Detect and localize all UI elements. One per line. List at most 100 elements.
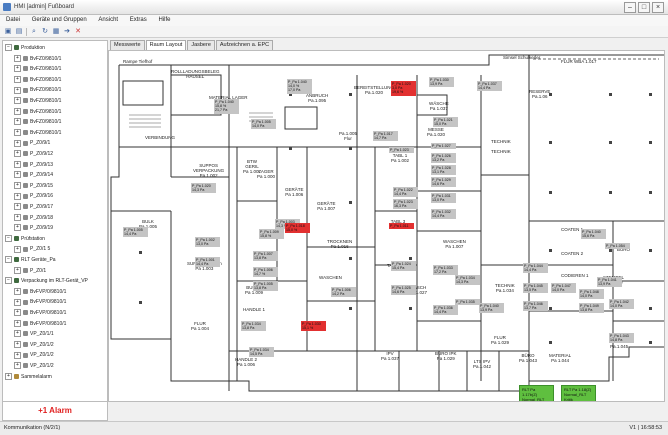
tab-messwerte[interactable]: Messwerte: [110, 40, 145, 50]
tree-item[interactable]: +BvFZ0/9810/1: [14, 65, 61, 73]
sensor-tile[interactable]: P_Pa 1.054: [605, 243, 630, 250]
expand-toggle-icon[interactable]: +: [14, 330, 21, 338]
menu-hilfe[interactable]: Hilfe: [158, 17, 171, 23]
minimize-button[interactable]: –: [624, 2, 636, 13]
tree-item[interactable]: +P_Z0/9/16: [14, 192, 53, 200]
expand-toggle-icon[interactable]: +: [14, 118, 21, 126]
expand-toggle-icon[interactable]: +: [14, 224, 21, 232]
tab-jasbere[interactable]: Jasbere: [187, 40, 215, 50]
expand-toggle-icon[interactable]: +: [14, 107, 21, 115]
sensor-tile-alarm[interactable]: P_Pa 1.011: [389, 223, 414, 230]
expand-toggle-icon[interactable]: +: [14, 150, 21, 158]
tree-item[interactable]: +P_Z0/9/14: [14, 171, 53, 179]
tree-item[interactable]: +BvFVP/0/9810/1: [14, 309, 66, 317]
sensor-tile[interactable]: P_Pa 1.027: [431, 143, 456, 150]
sensor-tile[interactable]: P_Pa 1.023: [389, 147, 414, 154]
tree-item[interactable]: +BvFVP/0/9810/1: [14, 298, 66, 306]
expand-toggle-icon[interactable]: +: [14, 213, 21, 221]
expand-toggle-icon[interactable]: +: [14, 181, 21, 189]
close-button[interactable]: ×: [652, 2, 664, 13]
tree-item[interactable]: +P_Z0/9/17: [14, 203, 53, 211]
tree-item[interactable]: +P_Z0/1: [14, 266, 46, 275]
tree-item[interactable]: +BvFZ0/9810/1: [14, 107, 61, 116]
tree-item[interactable]: +P_Z0/1 5: [14, 245, 50, 253]
expand-toggle-icon[interactable]: +: [14, 139, 21, 147]
menu-datei[interactable]: Datei: [6, 17, 21, 23]
expand-toggle-icon[interactable]: +: [14, 171, 21, 179]
folder-icon[interactable]: ▣: [4, 27, 12, 35]
tree-item[interactable]: +P_Z0/9/1: [14, 139, 50, 147]
expand-toggle-icon[interactable]: +: [14, 160, 21, 168]
close-icon[interactable]: ✕: [75, 27, 81, 35]
tree-item[interactable]: +P_Z0/9/13: [14, 160, 53, 169]
expand-toggle-icon[interactable]: +: [14, 298, 21, 306]
expand-toggle-icon[interactable]: +: [14, 245, 21, 253]
menu-geraete[interactable]: Geräte und Gruppen: [31, 17, 87, 23]
maximize-button[interactable]: □: [638, 2, 650, 13]
expand-toggle-icon[interactable]: +: [14, 54, 21, 62]
tree-item[interactable]: +BvFZ0/9810/1: [14, 118, 61, 126]
save-icon[interactable]: ▤: [15, 27, 23, 35]
expand-toggle-icon[interactable]: +: [14, 287, 21, 295]
rlt-status-box[interactable]: RLT Pa 1.17b(Z)Normal_RLTKritikRLT: [519, 385, 554, 401]
tree-group[interactable]: −Verpackung im RLT-Gerät_VP: [5, 277, 88, 285]
expand-toggle-icon[interactable]: +: [14, 340, 21, 348]
tree-item[interactable]: +BvFVP/0/9810/1: [14, 319, 66, 328]
expand-toggle-icon[interactable]: −: [5, 234, 12, 242]
tree-group[interactable]: −Produktion: [5, 44, 45, 52]
tree-item[interactable]: +P_Z0/9/18: [14, 213, 53, 222]
expand-toggle-icon[interactable]: +: [14, 351, 21, 359]
tree-item[interactable]: +VP_Z0/1/2: [14, 351, 54, 359]
grid-icon[interactable]: ▦: [52, 27, 60, 35]
tree-item[interactable]: +P_Z0/9/19: [14, 224, 53, 232]
refresh-icon[interactable]: ↻: [42, 27, 48, 35]
menu-ansicht[interactable]: Ansicht: [98, 17, 119, 23]
expand-toggle-icon[interactable]: +: [14, 75, 21, 83]
expand-toggle-icon[interactable]: +: [14, 97, 21, 105]
tree-group[interactable]: +Sammelalarm: [5, 372, 52, 381]
tree-group[interactable]: −Prüfstation: [5, 234, 45, 243]
tree-item[interactable]: +VP_Z0/1/1: [14, 330, 54, 338]
arrow-icon[interactable]: ➔: [64, 27, 70, 35]
sensor-tile[interactable]: P_Pa 1.035: [455, 299, 480, 306]
expand-toggle-icon[interactable]: +: [14, 128, 21, 136]
menu-extras[interactable]: Extras: [129, 17, 147, 23]
expand-toggle-icon[interactable]: +: [14, 266, 21, 274]
tree-item[interactable]: +P_Z0/9/12: [14, 150, 53, 158]
expand-toggle-icon[interactable]: +: [14, 86, 21, 94]
expand-toggle-icon[interactable]: +: [14, 192, 21, 200]
